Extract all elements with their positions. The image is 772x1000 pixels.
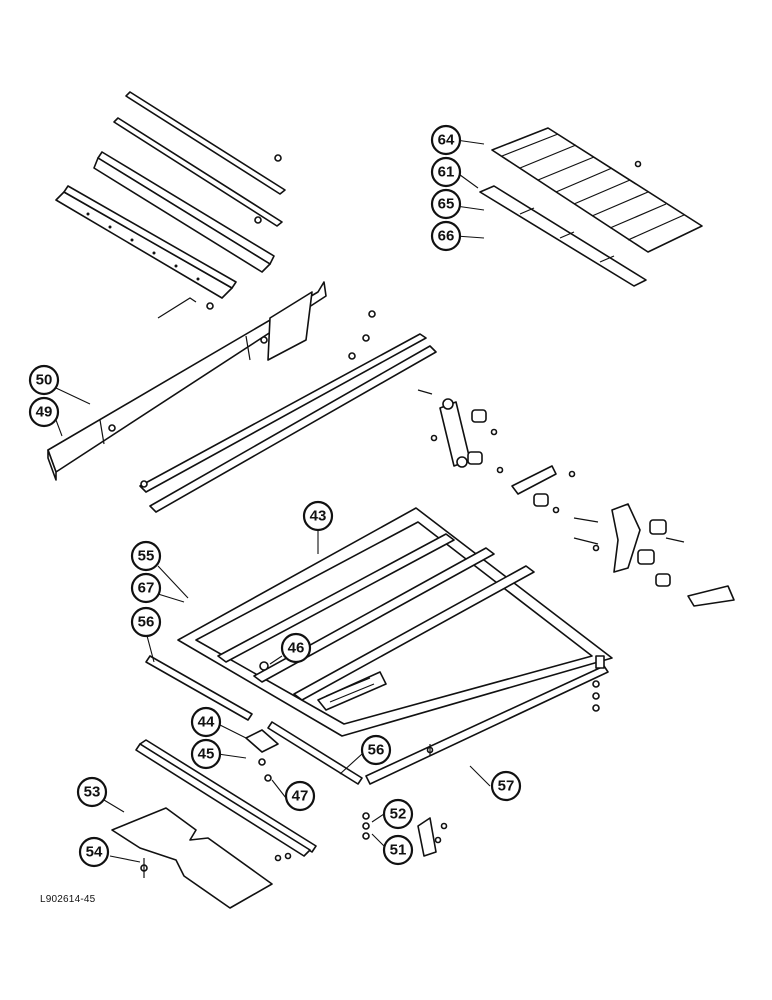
callout-64: 64: [430, 124, 462, 156]
callout-54-label: 54: [86, 844, 103, 861]
callout-57-label: 57: [498, 778, 515, 795]
callout-47: 47: [284, 780, 316, 812]
callout-51: 51: [382, 834, 414, 866]
reference-code: L902614-45: [40, 894, 96, 905]
callout-57: 57: [490, 770, 522, 802]
callout-49-label: 49: [36, 404, 53, 421]
callout-56-right-label: 56: [368, 742, 385, 759]
callout-61-label: 61: [438, 164, 455, 181]
callout-66: 66: [430, 220, 462, 252]
callout-52-label: 52: [390, 806, 407, 823]
callout-46-label: 46: [288, 640, 305, 657]
callout-65: 65: [430, 188, 462, 220]
callout-44: 44: [190, 706, 222, 738]
callout-46: 46: [280, 632, 312, 664]
callout-53: 53: [76, 776, 108, 808]
callout-67-label: 67: [138, 580, 155, 597]
callout-56-left-label: 56: [138, 614, 155, 631]
bottom-cover-panel: [111, 807, 292, 909]
callout-50: 50: [28, 364, 60, 396]
callout-53-label: 53: [84, 784, 101, 801]
lower-strips: [135, 655, 609, 857]
callout-45: 45: [190, 738, 222, 770]
callout-43: 43: [302, 500, 334, 532]
callout-54: 54: [78, 836, 110, 868]
callout-44-label: 44: [198, 714, 215, 731]
callout-47-label: 47: [292, 788, 309, 805]
top-left-strips: [55, 91, 286, 319]
callout-61: 61: [430, 156, 462, 188]
callout-43-label: 43: [310, 508, 327, 525]
center-angle-strips: [139, 310, 437, 513]
callout-66-label: 66: [438, 228, 455, 245]
right-brackets: [417, 389, 735, 607]
top-right-panel: [479, 127, 703, 287]
callout-56-right: 56: [360, 734, 392, 766]
callout-45-label: 45: [198, 746, 215, 763]
callout-67: 67: [130, 572, 162, 604]
callout-56-left: 56: [130, 606, 162, 638]
callout-55-label: 55: [138, 548, 155, 565]
callout-51-label: 51: [390, 842, 407, 859]
callout-55: 55: [130, 540, 162, 572]
callout-50-label: 50: [36, 372, 53, 389]
callout-52: 52: [382, 798, 414, 830]
left-side-rail: [47, 281, 327, 481]
callout-65-label: 65: [438, 196, 455, 213]
callout-64-label: 64: [438, 132, 455, 149]
main-frame: [177, 507, 613, 737]
callout-49: 49: [28, 396, 60, 428]
